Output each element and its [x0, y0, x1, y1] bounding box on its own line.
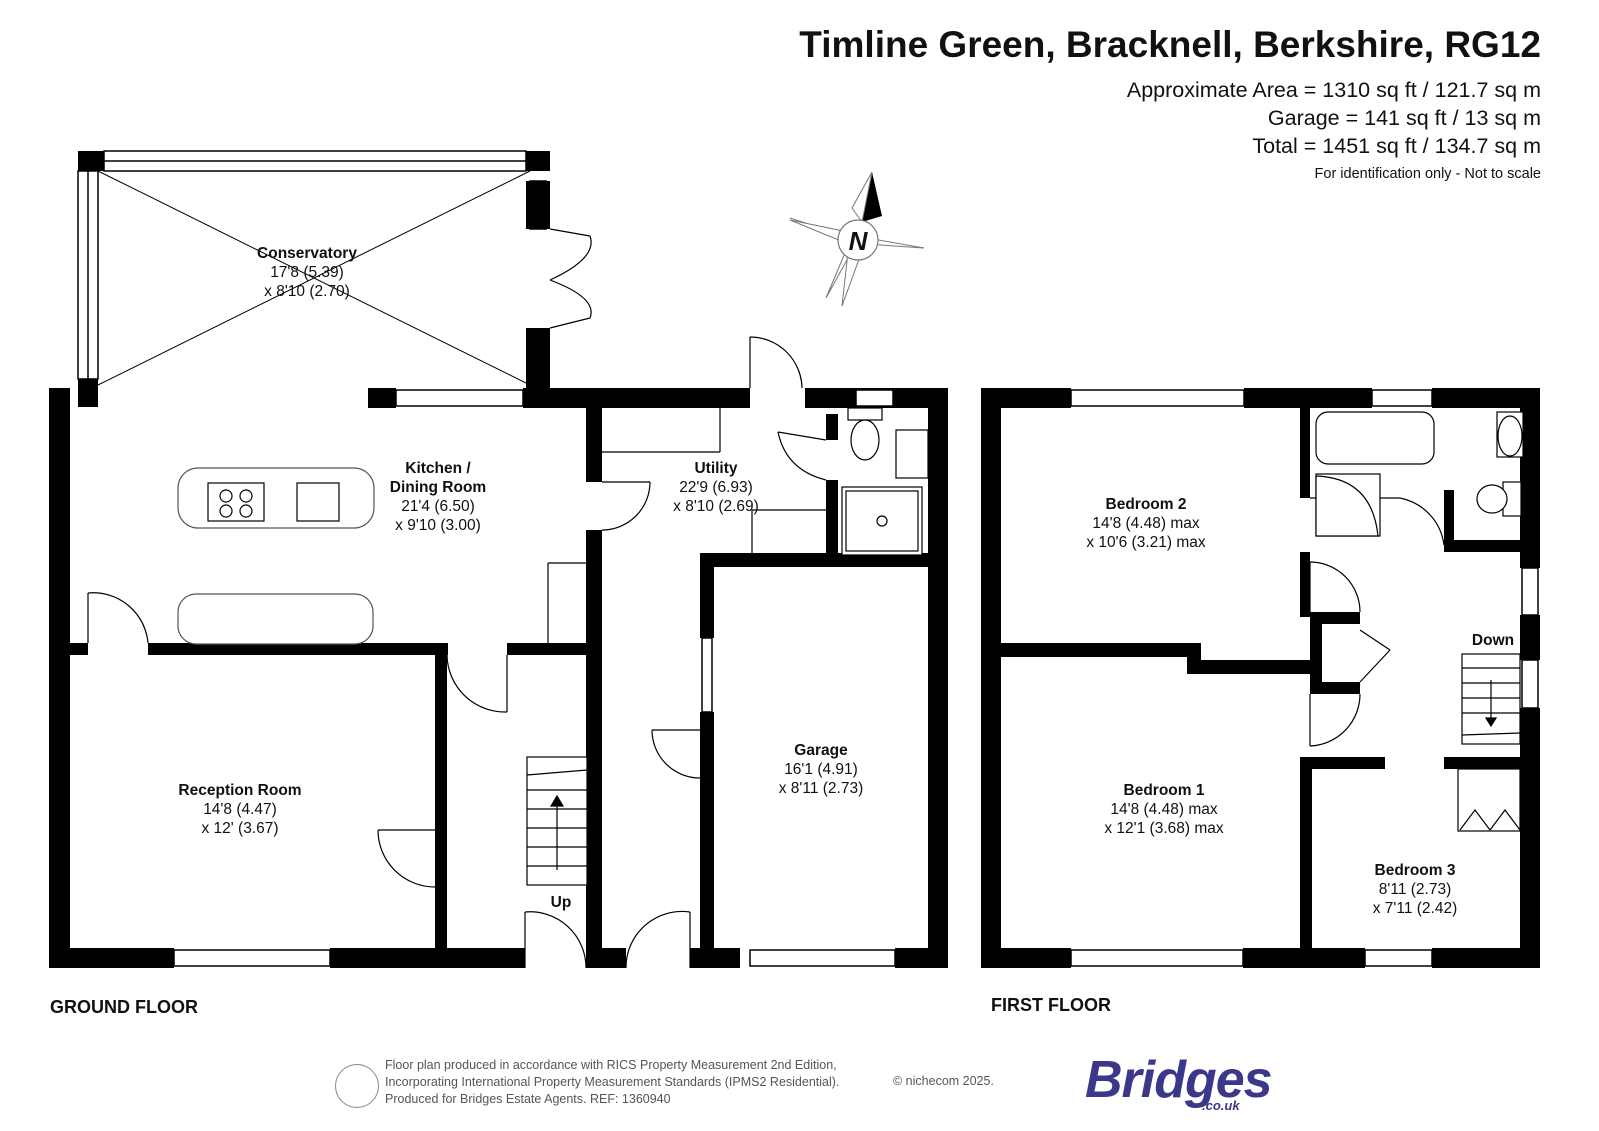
- bridges-logo: Bridges: [1085, 1051, 1273, 1109]
- room-name-kitchen-2: Dining Room: [390, 479, 486, 496]
- room-name-bedroom3: Bedroom 3: [1375, 862, 1456, 879]
- room-dim-conservatory-2: x 8'10 (2.70): [264, 283, 350, 300]
- ground-floor-label: GROUND FLOOR: [50, 997, 198, 1017]
- footer-disclaimer: Floor plan produced in accordance with R…: [385, 1057, 839, 1108]
- first-floor-walls: [981, 388, 1540, 968]
- garage-area: Garage = 141 sq ft / 13 sq m: [1267, 106, 1541, 130]
- room-dim-kitchen-1: 21'4 (6.50): [401, 498, 475, 515]
- room-name-bedroom1: Bedroom 1: [1124, 782, 1205, 799]
- kitchen-island: [177, 467, 375, 645]
- room-dim-garage-2: x 8'11 (2.73): [779, 780, 864, 797]
- room-labels: Conservatory 17'8 (5.39) x 8'10 (2.70) K…: [178, 245, 1514, 917]
- room-name-utility: Utility: [694, 460, 737, 477]
- room-dim-bedroom3-1: 8'11 (2.73): [1379, 881, 1451, 898]
- room-dim-reception-2: x 12' (3.67): [201, 820, 278, 837]
- stairs-up: [526, 756, 588, 886]
- first-windows: [1070, 389, 1539, 967]
- footer-line-3: Produced for Bridges Estate Agents. REF:…: [385, 1092, 671, 1106]
- room-name-conservatory: Conservatory: [257, 245, 357, 262]
- room-dim-bedroom1-2: x 12'1 (3.68) max: [1104, 820, 1224, 837]
- bridges-logo-domain: .co.uk: [1202, 1098, 1240, 1113]
- footer-line-2: Incorporating International Property Mea…: [385, 1075, 840, 1089]
- first-bathroom-fixtures: [1315, 411, 1524, 537]
- identification-note: For identification only - Not to scale: [1314, 166, 1541, 182]
- room-dim-bedroom3-2: x 7'11 (2.42): [1373, 900, 1458, 917]
- approximate-area: Approximate Area = 1310 sq ft / 121.7 sq…: [1126, 78, 1541, 102]
- room-dim-conservatory-1: 17'8 (5.39): [270, 264, 344, 281]
- room-dim-garage-1: 16'1 (4.91): [784, 761, 858, 778]
- room-dim-bedroom1-1: 14'8 (4.48) max: [1110, 801, 1217, 818]
- stairs-down-label: Down: [1472, 632, 1514, 649]
- total-area: Total = 1451 sq ft / 134.7 sq m: [1252, 134, 1541, 158]
- room-dim-bedroom2-1: 14'8 (4.48) max: [1092, 515, 1199, 532]
- first-floor-label: FIRST FLOOR: [991, 995, 1111, 1015]
- stairs-down: [1461, 653, 1521, 745]
- ground-floor-walls: [49, 388, 948, 968]
- room-dim-utility-1: 22'9 (6.93): [679, 479, 753, 496]
- rics-person-icon: [335, 1064, 379, 1108]
- conservatory-door: [549, 228, 592, 329]
- ground-doors: [87, 336, 827, 969]
- ground-floor-plan: [49, 150, 948, 969]
- compass-label: N: [849, 226, 869, 256]
- compass-icon: N: [789, 171, 925, 307]
- room-name-bedroom2: Bedroom 2: [1106, 496, 1187, 513]
- copyright: © nichecom 2025.: [893, 1074, 994, 1088]
- room-name-kitchen-1: Kitchen /: [405, 460, 471, 477]
- room-name-garage: Garage: [794, 742, 848, 759]
- ground-windows: [173, 389, 896, 967]
- room-dim-kitchen-2: x 9'10 (3.00): [395, 517, 481, 534]
- page-title: Timline Green, Bracknell, Berkshire, RG1…: [799, 24, 1541, 65]
- first-floor-plan: [981, 388, 1540, 968]
- room-dim-reception-1: 14'8 (4.47): [203, 801, 277, 818]
- room-dim-bedroom2-2: x 10'6 (3.21) max: [1086, 534, 1206, 551]
- footer-line-1: Floor plan produced in accordance with R…: [385, 1058, 837, 1072]
- room-name-reception: Reception Room: [178, 782, 301, 799]
- stairs-up-label: Up: [551, 894, 572, 911]
- room-dim-utility-2: x 8'10 (2.69): [673, 498, 759, 515]
- ground-bathroom-fixtures: [841, 407, 929, 556]
